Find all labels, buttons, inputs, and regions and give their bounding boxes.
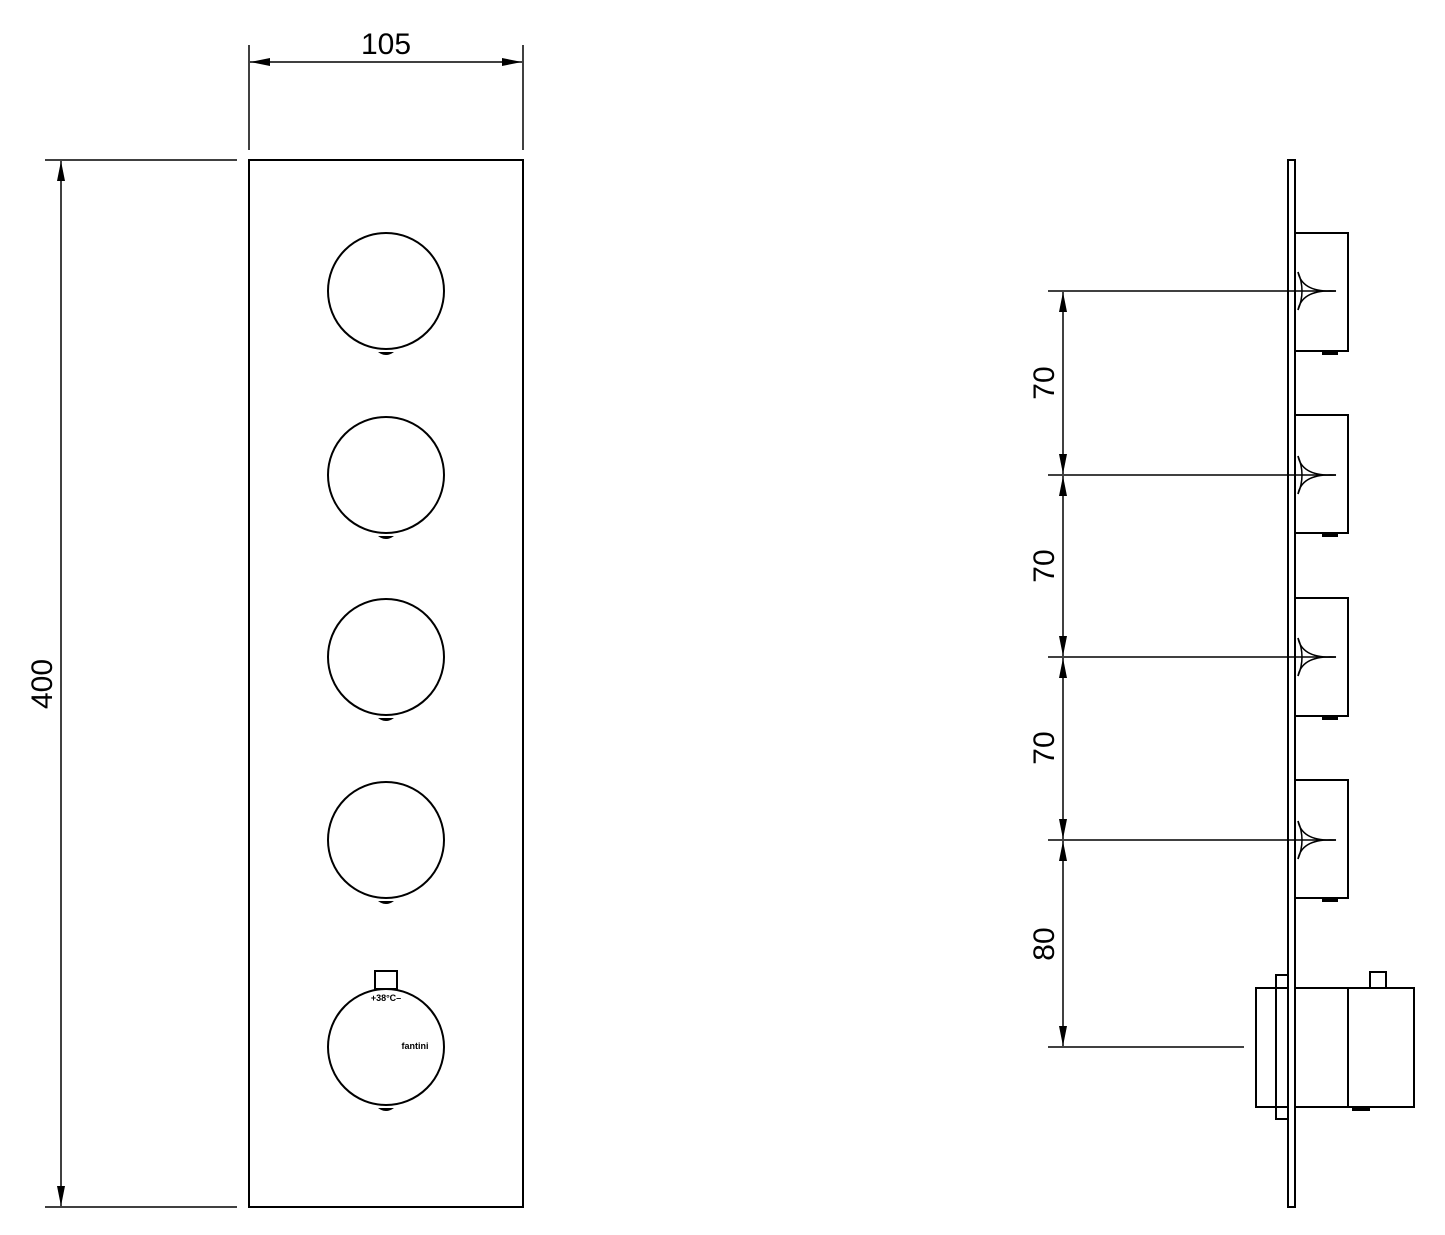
height-dimension: 400 (26, 159, 237, 1208)
thermostat-temp-label: +38°C– (371, 993, 401, 1003)
spacing-label-4: 80 (1028, 927, 1061, 960)
front-view: 105 400 +38°C– (26, 28, 524, 1208)
spacing-dimension-1: 70 (1028, 292, 1067, 474)
width-dimension: 105 (248, 28, 524, 150)
height-label: 400 (26, 659, 59, 709)
side-knob-1 (1294, 232, 1349, 355)
spacing-label-1: 70 (1028, 366, 1061, 399)
knob-2 (327, 416, 445, 539)
side-knob-4 (1294, 779, 1349, 902)
side-knob-3 (1294, 597, 1349, 720)
thermostat-knob: +38°C– fantini (327, 970, 445, 1111)
spacing-extension-lines (1048, 290, 1336, 1048)
side-thermostat (1255, 971, 1415, 1120)
knob-1 (327, 232, 445, 355)
knob-4 (327, 781, 445, 904)
spacing-label-2: 70 (1028, 549, 1061, 582)
knob-3 (327, 598, 445, 721)
spacing-label-3: 70 (1028, 731, 1061, 764)
width-label: 105 (361, 28, 411, 61)
side-knob-2 (1294, 414, 1349, 537)
front-plate (248, 159, 524, 1208)
thermostat-brand-label: fantini (402, 1041, 429, 1051)
spacing-dimension-4: 80 (1028, 841, 1067, 1046)
spacing-dimension-3: 70 (1028, 658, 1067, 839)
side-plate (1287, 159, 1296, 1208)
spacing-dimension-2: 70 (1028, 476, 1067, 656)
side-view: 70 70 70 80 (1028, 159, 1415, 1208)
